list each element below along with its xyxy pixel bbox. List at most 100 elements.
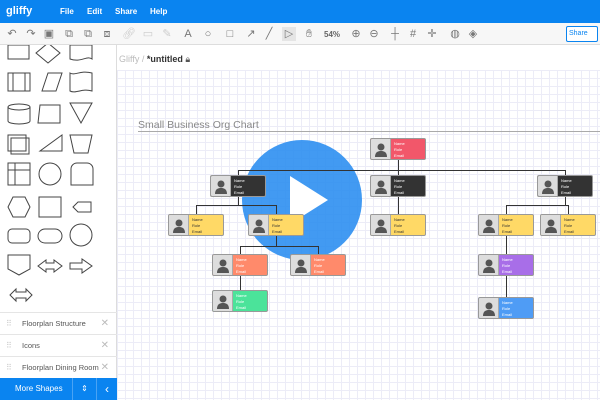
zoom-in-icon[interactable]: ⊕ xyxy=(351,28,361,40)
connector-line[interactable] xyxy=(240,246,241,254)
more-shapes-button[interactable]: More Shapes xyxy=(15,384,63,393)
menu-share[interactable]: Share xyxy=(115,7,138,16)
card-role: Role xyxy=(564,223,573,228)
connector-line[interactable] xyxy=(398,160,399,175)
gliffy-logo[interactable]: gliffy xyxy=(6,5,33,17)
card-name: Name xyxy=(394,141,405,146)
connector-line[interactable] xyxy=(565,197,566,205)
guides-icon[interactable]: ✛ xyxy=(427,28,437,40)
avatar xyxy=(213,255,233,275)
drag-handle-icon[interactable]: ⠿ xyxy=(6,319,12,328)
shape-palette[interactable] xyxy=(0,45,117,310)
avatar xyxy=(479,215,499,235)
drag-handle-icon[interactable]: ⠿ xyxy=(6,363,12,372)
card-email: Email xyxy=(564,229,575,234)
send-back-icon[interactable]: ⧉ xyxy=(84,28,92,40)
share-button[interactable]: Share xyxy=(566,26,598,42)
grid-icon[interactable]: # xyxy=(409,28,417,40)
link-icon[interactable]: 🔗︎ xyxy=(122,28,136,40)
close-icon[interactable]: ✕ xyxy=(100,340,109,351)
play-video-button[interactable] xyxy=(242,140,362,260)
avatar xyxy=(371,176,391,196)
collapse-libraries-icon[interactable]: ⇕ xyxy=(72,378,96,400)
connector-line[interactable] xyxy=(276,236,277,246)
menu-edit[interactable]: Edit xyxy=(87,7,103,16)
close-icon[interactable]: ✕ xyxy=(100,318,109,329)
connector-line[interactable] xyxy=(506,205,568,206)
chart-title[interactable]: Small Business Org Chart xyxy=(138,119,259,131)
line-tool-icon[interactable]: ╱ xyxy=(265,28,273,40)
ellipse-tool-icon[interactable]: ○ xyxy=(204,28,212,40)
zoom-level[interactable]: 54% xyxy=(324,30,341,39)
eyedropper-icon[interactable]: ✎ xyxy=(162,28,172,40)
connector-line[interactable] xyxy=(238,170,565,171)
connector-line[interactable] xyxy=(506,276,507,297)
library-icons[interactable]: ⠿Icons✕ xyxy=(0,334,117,355)
rectangle-tool-icon[interactable]: □ xyxy=(226,28,234,40)
drag-handle-icon[interactable]: ⠿ xyxy=(6,341,12,350)
connector-line[interactable] xyxy=(238,197,239,205)
snap-icon[interactable]: ┼ xyxy=(391,28,399,40)
card-name: Name xyxy=(561,178,572,183)
connector-line[interactable] xyxy=(506,236,507,254)
menu-file[interactable]: File xyxy=(60,7,74,16)
text-tool-icon[interactable]: A xyxy=(184,28,192,40)
connector-line[interactable] xyxy=(240,276,241,290)
close-icon[interactable]: ✕ xyxy=(100,362,109,373)
share-label: Share xyxy=(569,30,588,37)
group-icon[interactable]: ▣ xyxy=(43,28,55,40)
connector-line[interactable] xyxy=(398,170,399,175)
connector-line[interactable] xyxy=(318,246,319,254)
bring-front-icon[interactable]: ⧉ xyxy=(65,28,73,40)
pointer-tool-icon[interactable]: ▷ xyxy=(282,27,296,41)
connector-tool-icon[interactable]: ↗ xyxy=(246,28,256,40)
avatar xyxy=(169,215,189,235)
arrange-icon[interactable]: ⧈ xyxy=(103,28,111,40)
connector-line[interactable] xyxy=(398,197,399,214)
zoom-out-icon[interactable]: ⊖ xyxy=(369,28,379,40)
avatar xyxy=(538,176,558,196)
connector-line[interactable] xyxy=(196,205,197,214)
document-title[interactable]: *untitled xyxy=(146,54,183,64)
card-role: Role xyxy=(561,184,570,189)
connector-line[interactable] xyxy=(506,205,507,214)
layers-icon[interactable]: ◈ xyxy=(468,28,478,40)
connector-line[interactable] xyxy=(196,205,276,206)
pan-tool-icon[interactable]: ✋︎ xyxy=(305,28,313,40)
theme-icon[interactable]: ◍ xyxy=(450,28,460,40)
library-floorplan-structure[interactable]: ⠿Floorplan Structure✕ xyxy=(0,312,117,333)
card-role: Role xyxy=(502,263,511,268)
collapse-sidebar-icon[interactable]: ‹ xyxy=(96,378,117,400)
comment-icon[interactable]: ▭ xyxy=(142,28,154,40)
card-email: Email xyxy=(394,229,405,234)
connector-line[interactable] xyxy=(238,170,239,175)
menu-help[interactable]: Help xyxy=(150,7,168,16)
undo-icon[interactable]: ↶ xyxy=(7,28,17,40)
connector-line[interactable] xyxy=(276,205,277,214)
connector-line[interactable] xyxy=(240,246,318,247)
avatar xyxy=(249,215,269,235)
connector-line[interactable] xyxy=(565,170,566,175)
connector-line[interactable] xyxy=(568,205,569,214)
card-email: Email xyxy=(561,190,572,195)
breadcrumb-root[interactable]: Gliffy xyxy=(119,54,140,64)
card-role: Role xyxy=(394,147,403,152)
redo-icon[interactable]: ↷ xyxy=(26,28,36,40)
toolbar: ↶ ↷ ▣ ⧉ ⧉ ⧈ 🔗︎ ▭ ✎ A ○ □ ↗ ╱ ▷ ✋︎ 54% ⊕ … xyxy=(0,23,600,45)
library-floorplan-dining-room[interactable]: ⠿Floorplan Dining Room✕ xyxy=(0,356,117,377)
lock-icon[interactable]: 🔒︎ xyxy=(185,54,191,64)
